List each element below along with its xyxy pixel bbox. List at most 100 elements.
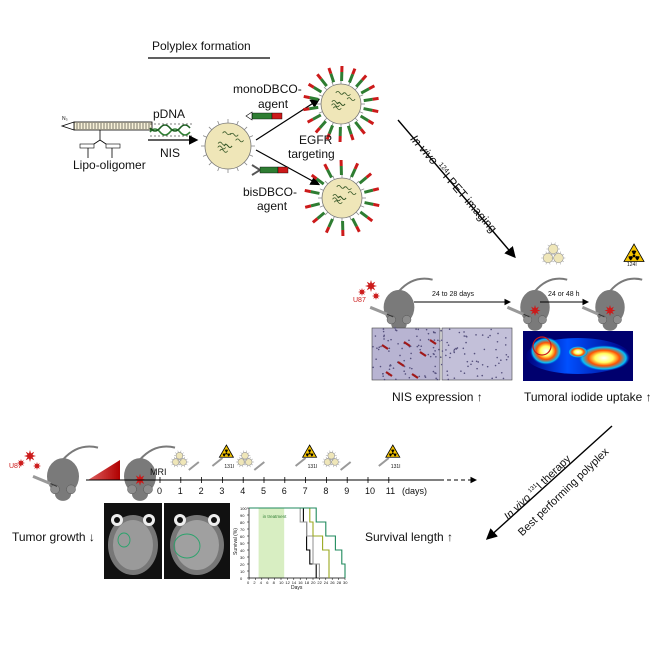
- bis-dbco-label-2: agent: [257, 199, 288, 213]
- x-tick-label: 26: [330, 580, 335, 585]
- y-tick-label: 70: [240, 526, 245, 532]
- x-tick-label: 14: [291, 580, 297, 585]
- timeline-ticks: [159, 477, 390, 483]
- survival-series-line: [249, 507, 346, 578]
- interval-label-1: 24 to 28 days: [432, 291, 475, 298]
- y-tick-label: 0: [240, 575, 243, 581]
- radiation-hazard-icon: [623, 243, 645, 262]
- therapy-arrow: [485, 425, 613, 540]
- dosing-schedule-icons: [170, 444, 401, 471]
- x-tick-label: 4: [259, 580, 263, 585]
- mri-panel-left: [104, 503, 162, 579]
- bis-dbco-polyplex: [304, 159, 380, 237]
- timeline-label: 4: [240, 486, 246, 496]
- polyplex-particle: [201, 119, 255, 173]
- y-tick-label: 60: [240, 533, 245, 539]
- timeline-label: 0: [157, 486, 163, 496]
- mouse-icon: [124, 445, 176, 501]
- mouse-icon: [32, 445, 99, 501]
- timeline-label: 1: [177, 486, 183, 496]
- u87-label-therapy: U87: [9, 463, 22, 470]
- u87-tumor-cells-icon: [358, 280, 380, 300]
- nis-expression-label: NIS expression ↑: [392, 390, 483, 404]
- y-tick-label: 30: [240, 554, 245, 560]
- timeline-label: 11: [385, 486, 396, 496]
- x-tick-label: 30: [343, 580, 348, 585]
- y-tick-label: 90: [240, 512, 245, 518]
- polyplex-doses-icon: [541, 242, 566, 265]
- x-tick-label: 24: [323, 580, 329, 585]
- timeline-label: 5: [261, 486, 267, 496]
- lipo-oligomer-structure: [60, 121, 153, 158]
- x-tick-label: 18: [304, 580, 310, 585]
- y-tick-label: 10: [240, 568, 245, 574]
- mri-label: MRI: [150, 467, 167, 477]
- mouse-icon: [506, 277, 568, 331]
- pet-scan-image: [523, 331, 633, 381]
- timeline-label: 2: [198, 486, 204, 496]
- arrow-to-mono: [255, 98, 321, 141]
- survival-series-line: [249, 507, 320, 578]
- lipo-oligomer-label: Lipo-oligomer: [73, 158, 146, 172]
- days-label: (days): [402, 486, 428, 496]
- y-tick-label: 20: [240, 561, 245, 567]
- mono-dbco-label-2: agent: [258, 97, 289, 111]
- egfr-label-1: EGFR: [299, 133, 333, 147]
- x-tick-label: 20: [311, 580, 316, 585]
- timeline-label: 6: [281, 486, 287, 496]
- timeline-label: 10: [365, 486, 376, 496]
- azide-label: N₃: [62, 116, 68, 122]
- y-tick-label: 100: [240, 505, 247, 511]
- y-tick-label: 80: [240, 519, 245, 525]
- survival-series-line: [249, 507, 330, 578]
- x-tick-label: 16: [298, 580, 303, 585]
- radiation-hazard-icon: [211, 444, 235, 467]
- u87-tumor-cells-icon: [17, 450, 41, 470]
- mono-dbco-agent-icon: [245, 111, 283, 121]
- polyplex-doses-icon: [322, 450, 352, 471]
- pet-arrow: [397, 119, 516, 259]
- pdna-helix: [149, 124, 191, 136]
- u87-label-pet: U87: [353, 297, 366, 304]
- timeline-label: 9: [344, 486, 350, 496]
- isotope-label-pet: 124I: [627, 262, 637, 268]
- mono-dbco-polyplex: [303, 65, 379, 143]
- isotope-label: 131I: [307, 464, 318, 470]
- y-tick-label: 40: [240, 547, 245, 553]
- treatment-window: [258, 508, 285, 578]
- mono-dbco-label-1: monoDBCO-: [233, 82, 302, 96]
- x-tick-label: 0: [247, 580, 250, 585]
- x-tick-label: 6: [266, 580, 269, 585]
- bis-dbco-label-1: bisDBCO-: [243, 185, 298, 199]
- timeline-label: 7: [302, 486, 308, 496]
- survival-chart: [247, 507, 346, 580]
- egfr-label-2: targeting: [288, 147, 335, 161]
- isotope-label: 131I: [224, 464, 235, 470]
- survival-length-label: Survival length ↑: [365, 530, 454, 544]
- treatment-annotation: in treatment: [262, 514, 287, 519]
- interval-label-2: 24 or 48 h: [548, 291, 580, 298]
- pdna-label: pDNA: [153, 107, 186, 121]
- tumor-growth-label: Tumor growth ↓: [12, 530, 95, 544]
- tumoral-uptake-label: Tumoral iodide uptake ↑: [524, 390, 652, 404]
- radiation-hazard-icon: [378, 444, 401, 467]
- x-tick-label: 2: [253, 580, 256, 585]
- polyplex-formation-heading: Polyplex formation: [152, 39, 251, 53]
- y-tick-label: 50: [240, 540, 245, 546]
- x-tick-label: 12: [285, 580, 290, 585]
- x-tick-label: 10: [279, 580, 284, 585]
- x-tick-label: 22: [317, 580, 322, 585]
- tumor-growth-wedge: [88, 460, 120, 480]
- mouse-icon: [369, 277, 433, 331]
- radiation-hazard-icon: [294, 444, 318, 467]
- x-axis-label: Days: [291, 585, 303, 591]
- timeline-label: 3: [219, 486, 225, 496]
- nis-histology-panel: [371, 327, 513, 381]
- polyplex-doses-icon: [170, 450, 200, 471]
- polyplex-doses-icon: [235, 450, 265, 471]
- nis-label: NIS: [160, 146, 181, 160]
- mri-panel-right: [164, 503, 230, 579]
- x-tick-label: 28: [336, 580, 342, 585]
